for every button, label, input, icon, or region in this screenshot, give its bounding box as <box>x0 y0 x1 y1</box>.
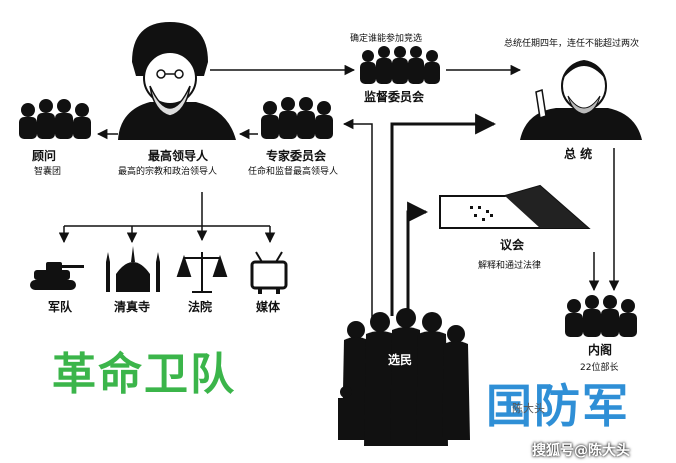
guardian-council-silhouette <box>360 46 440 84</box>
parliament-desc: 解释和通过法律 <box>478 261 542 271</box>
advisors-silhouette <box>19 99 91 139</box>
court-label: 法院 <box>188 300 213 314</box>
experts-silhouette <box>261 97 333 139</box>
president-desc: 总统任期四年，连任不能超过两次 <box>504 39 640 49</box>
advisors-label: 顾问 <box>32 149 57 163</box>
supreme-leader-label: 最高领导人 <box>148 149 209 163</box>
media-label: 媒体 <box>256 300 281 314</box>
scales-icon <box>176 252 228 293</box>
cabinet-silhouette <box>565 295 637 337</box>
supreme-leader-portrait <box>118 22 236 140</box>
parliament-building <box>439 184 591 229</box>
mosque-icon <box>106 246 160 292</box>
watermark-top: 陈大头 <box>512 402 545 415</box>
tv-icon <box>250 251 288 294</box>
parliament-label: 议会 <box>500 238 525 252</box>
mosque-label: 清真寺 <box>114 300 151 314</box>
president-portrait <box>520 60 642 140</box>
voters-label: 选民 <box>388 353 413 367</box>
arrows <box>58 64 620 318</box>
advisors-desc: 智囊团 <box>34 167 62 177</box>
experts-label: 专家委员会 <box>266 149 327 163</box>
president-label: 总 统 <box>564 147 593 161</box>
guardian-label: 监督委员会 <box>364 90 425 104</box>
guardian-desc: 确定谁能参加竞选 <box>350 34 423 44</box>
cabinet-label: 内阁 <box>588 343 613 357</box>
national-army-overlay: 国防军 <box>486 379 630 433</box>
watermark-bottom: 搜狐号@陈大头 <box>532 443 630 459</box>
army-label: 军队 <box>48 300 73 314</box>
cabinet-desc: 22位部长 <box>580 363 619 373</box>
irgc-overlay: 革命卫队 <box>52 349 236 400</box>
tank-icon <box>30 262 84 290</box>
experts-desc: 任命和监督最高领导人 <box>248 167 339 177</box>
voters-silhouette <box>338 308 470 446</box>
supreme-leader-desc: 最高的宗教和政治领导人 <box>118 167 218 177</box>
